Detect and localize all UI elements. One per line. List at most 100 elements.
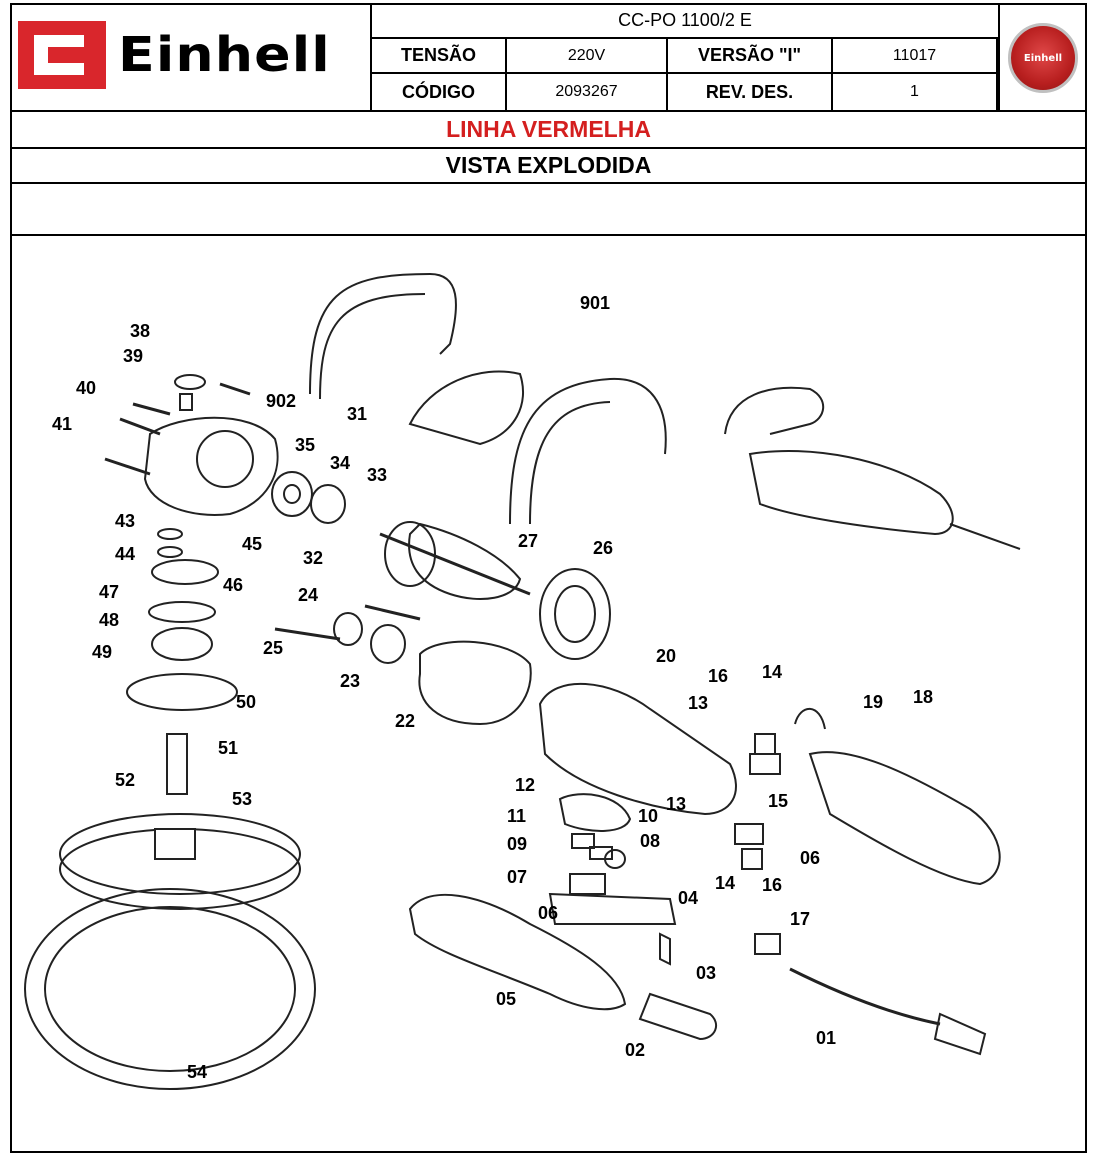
part-label-12: 12 — [515, 775, 535, 795]
part-11 — [571, 833, 595, 849]
codigo-value: 2093267 — [507, 74, 668, 110]
power-cable-01 — [789, 967, 941, 1026]
handle-bracket-part — [408, 370, 525, 446]
part-label-39: 39 — [123, 346, 143, 366]
part-label-14b: 14 — [715, 873, 735, 893]
lower-handle-05 — [408, 893, 627, 1011]
versao-value: 11017 — [833, 39, 998, 74]
service-badge-cell: Einhell — [998, 3, 1087, 110]
side-handle-part — [509, 377, 667, 525]
part-label-43: 43 — [115, 511, 135, 531]
logo-cell: Einhell — [10, 3, 372, 110]
part-label-11: 11 — [507, 806, 526, 826]
baffle-ring-26 — [539, 568, 611, 660]
stator-22 — [418, 640, 532, 726]
exploded-view-diagram: 38 39 40 41 902 901 31 35 34 33 32 27 26… — [24, 272, 1021, 1090]
line-title: LINHA VERMELHA — [10, 110, 1087, 147]
part-label-06b: 06 — [538, 903, 558, 923]
circlip-43 — [157, 528, 183, 540]
part-label-02: 02 — [625, 1040, 645, 1060]
part-label-18: 18 — [913, 687, 933, 707]
part-label-13a: 13 — [688, 693, 708, 713]
polishing-bonnet-54 — [24, 888, 316, 1090]
part-label-31: 31 — [347, 404, 367, 424]
strain-relief-02 — [638, 992, 718, 1041]
ring-34 — [310, 484, 346, 524]
cap-38 — [174, 374, 206, 390]
part-label-27: 27 — [518, 531, 538, 551]
part-label-25: 25 — [263, 638, 283, 658]
part-label-14a: 14 — [762, 662, 782, 682]
part-label-19: 19 — [863, 692, 883, 712]
spring-39 — [179, 393, 193, 411]
switch-pcb-07 — [548, 892, 677, 925]
part-label-45: 45 — [242, 534, 262, 554]
part-label-32: 32 — [303, 548, 323, 568]
brush-holder-16 — [754, 733, 776, 755]
part-label-15: 15 — [768, 791, 788, 811]
wire-14 — [794, 707, 826, 730]
screw-41 — [104, 457, 151, 476]
spindle-52 — [166, 733, 188, 795]
plug — [933, 1012, 987, 1056]
part-label-09: 09 — [507, 834, 527, 854]
part-label-48: 48 — [99, 610, 119, 630]
part-label-54: 54 — [187, 1062, 207, 1082]
part-08 — [604, 849, 626, 869]
authorized-service-badge: Einhell — [1008, 23, 1078, 93]
motor-housing-20 — [538, 683, 737, 816]
part-label-35: 35 — [295, 435, 315, 455]
view-title: VISTA EXPLODIDA — [10, 147, 1087, 184]
part-label-04: 04 — [678, 888, 698, 908]
part-label-24: 24 — [298, 585, 318, 605]
part-10 — [589, 846, 613, 860]
part-label-26: 26 — [593, 538, 613, 558]
part-label-49: 49 — [92, 642, 112, 662]
part-label-17: 17 — [790, 909, 810, 929]
revdes-label: REV. DES. — [668, 74, 833, 110]
part-label-44: 44 — [115, 544, 135, 564]
terminal-17 — [754, 933, 781, 955]
part-label-46: 46 — [223, 575, 243, 595]
badge-text: Einhell — [1023, 53, 1063, 64]
assembled-tool-body — [748, 449, 954, 536]
revdes-value: 1 — [833, 74, 998, 110]
part-label-901: 901 — [580, 293, 610, 313]
screw-40 — [119, 417, 161, 436]
part-label-52: 52 — [115, 770, 135, 790]
part-label-33: 33 — [367, 465, 387, 485]
diagram-divider — [10, 234, 1087, 236]
part-label-38: 38 — [130, 321, 150, 341]
bearing-plate-49 — [126, 673, 238, 711]
part-label-902: 902 — [266, 391, 296, 411]
part-label-07: 07 — [507, 867, 527, 887]
cover-12 — [558, 793, 632, 832]
d-handle-part — [309, 272, 457, 395]
part-label-13b: 13 — [666, 794, 686, 814]
tensao-value: 220V — [507, 39, 668, 74]
part-label-41: 41 — [52, 414, 72, 434]
bearing-35 — [271, 471, 313, 517]
part-label-53: 53 — [232, 789, 252, 809]
versao-label: VERSÃO "I" — [668, 39, 833, 74]
gear-46 — [151, 559, 219, 585]
armature-shaft — [379, 532, 531, 596]
model-title: CC-PO 1100/2 E — [372, 3, 998, 39]
part-label-22: 22 — [395, 711, 415, 731]
codigo-label: CÓDIGO — [372, 74, 507, 110]
bearing-48 — [151, 627, 213, 661]
cable-clamp-04 — [659, 932, 671, 966]
part-label-16a: 16 — [708, 666, 728, 686]
part-label-06a: 06 — [800, 848, 820, 868]
page-frame — [10, 3, 1087, 1153]
part-label-10: 10 — [638, 806, 658, 826]
part-label-05: 05 — [496, 989, 516, 1009]
part-label-40: 40 — [76, 378, 96, 398]
part-label-47: 47 — [99, 582, 119, 602]
tensao-label: TENSÃO — [372, 39, 507, 74]
part-label-20: 20 — [656, 646, 676, 666]
part-label-08: 08 — [640, 831, 660, 851]
washer-44 — [157, 546, 183, 558]
part-label-50: 50 — [236, 692, 256, 712]
bearing-24 — [333, 612, 363, 646]
